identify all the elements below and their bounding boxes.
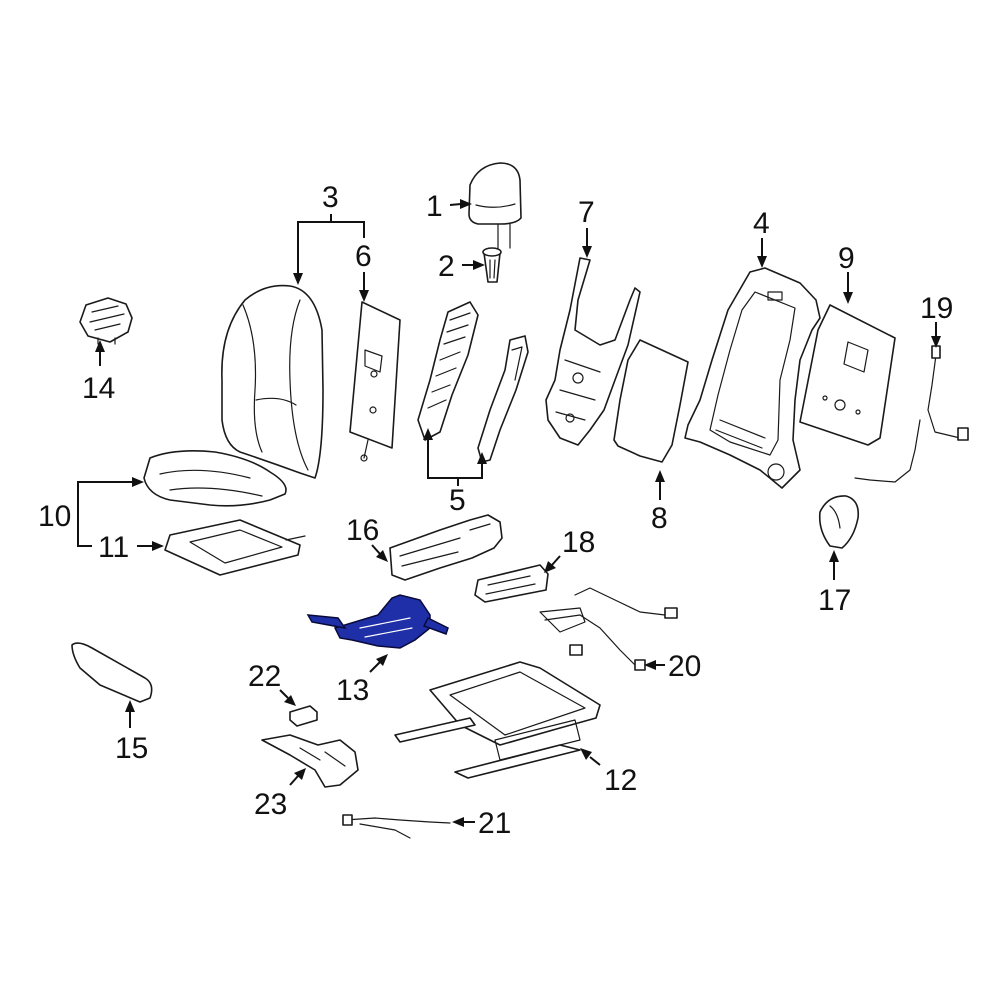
callout-5[interactable]: 5 [449,484,466,517]
callout-22[interactable]: 22 [248,660,281,693]
callout-15[interactable]: 15 [115,732,148,765]
callout-1[interactable]: 1 [426,190,443,223]
callout-17[interactable]: 17 [818,584,851,617]
part-7-seatback-frame[interactable] [545,257,641,446]
callout-2[interactable]: 2 [438,250,455,283]
part-17-guide[interactable] [818,495,860,549]
callout-8[interactable]: 8 [651,502,668,535]
part-6-seatback-board[interactable] [349,301,401,462]
callout-21[interactable]: 21 [478,807,511,840]
part-21-cable[interactable] [342,814,451,839]
leader-lines [77,199,941,827]
part-15-trim[interactable] [71,642,153,703]
part-3-seatback-cover[interactable] [221,284,324,479]
part-19-harness[interactable] [854,345,969,483]
part-4-seatback-frame[interactable] [684,267,821,489]
callout-12[interactable]: 12 [604,764,637,797]
part-10-seat-cushion[interactable] [143,450,287,507]
part-2-headrest-support[interactable] [482,247,502,283]
part-16-side-cover[interactable] [389,514,503,581]
callout-11[interactable]: 11 [98,531,129,564]
callout-16[interactable]: 16 [346,514,379,547]
part-8-seatback-pad[interactable] [613,339,689,463]
part-9-back-panel[interactable] [799,304,896,446]
callout-13[interactable]: 13 [336,674,369,707]
part-1-headrest[interactable] [468,162,522,249]
callout-20[interactable]: 20 [668,650,701,683]
callout-6[interactable]: 6 [355,240,372,273]
part-13-adjuster[interactable] [306,594,449,649]
part-14-recliner-cover[interactable] [79,297,133,345]
callout-3[interactable]: 3 [322,181,339,214]
callout-labels: 1 2 3 4 5 6 7 8 9 10 11 12 13 14 15 16 1… [38,181,953,840]
part-5-side-panels[interactable] [417,301,529,463]
callout-7[interactable]: 7 [578,196,595,229]
callout-19[interactable]: 19 [920,292,953,325]
part-22-clip[interactable] [289,705,318,727]
callout-14[interactable]: 14 [82,372,115,405]
callout-9[interactable]: 9 [838,242,855,275]
part-18-switch[interactable] [474,564,549,603]
callout-10[interactable]: 10 [38,500,71,533]
callout-18[interactable]: 18 [562,526,595,559]
part-12-seat-track[interactable] [394,661,601,779]
part-23-bracket[interactable] [261,734,359,788]
part-11-seat-pad[interactable] [164,519,306,576]
part-20-harness[interactable] [539,587,678,671]
callout-23[interactable]: 23 [254,788,287,821]
callout-4[interactable]: 4 [753,207,770,240]
